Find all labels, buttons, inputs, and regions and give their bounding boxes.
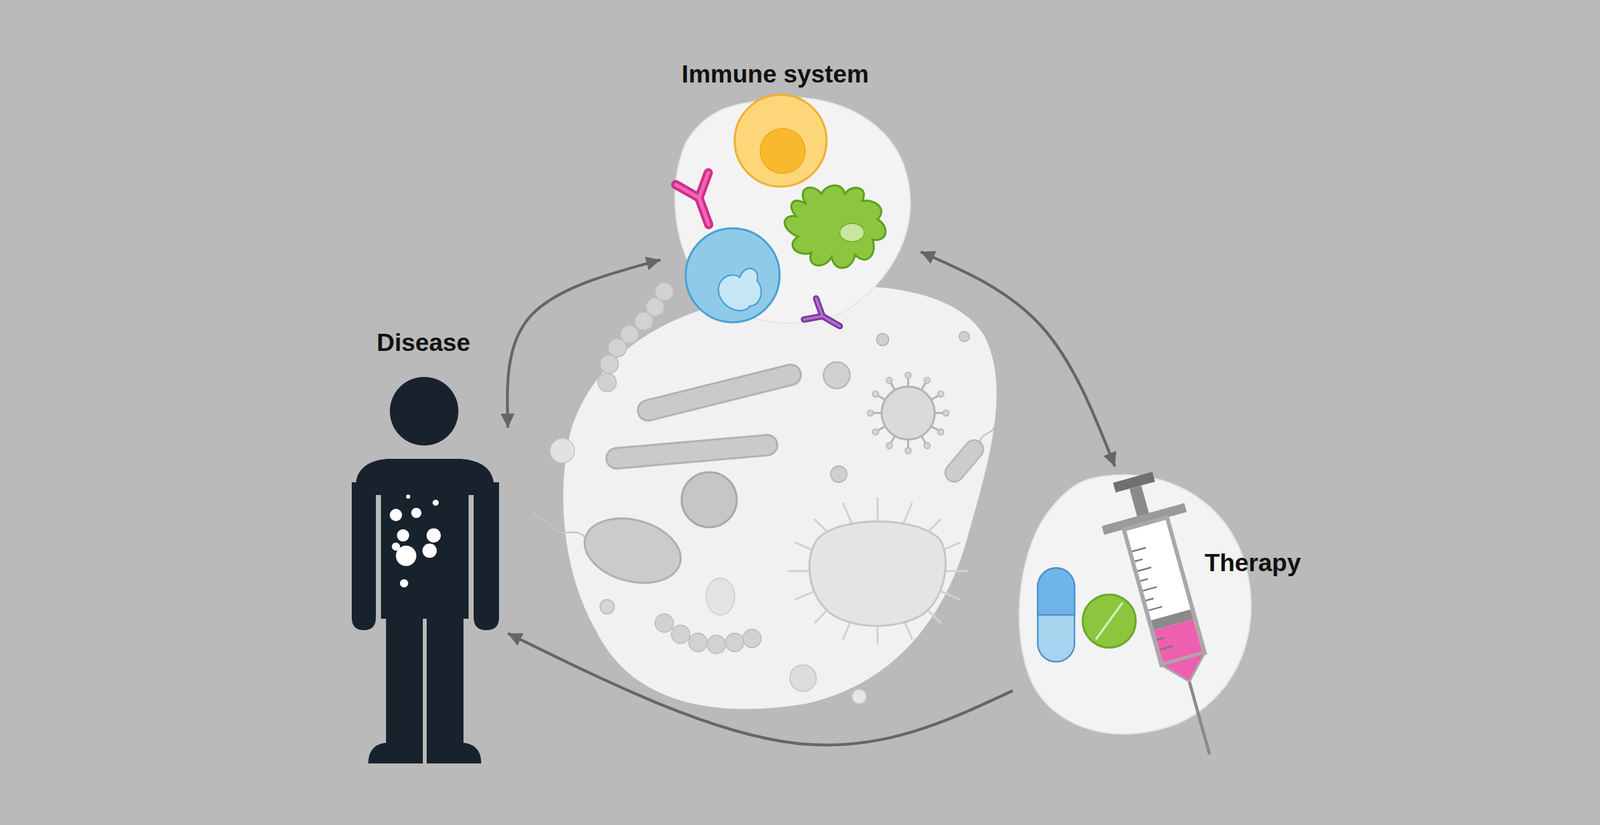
knob [937,429,945,436]
spike [907,440,910,451]
bead [742,629,762,648]
patient-figure: Disease [342,326,508,766]
bead [598,373,617,392]
cycle-arrow [507,633,1013,746]
small-particle [789,665,817,693]
small-particle [852,689,867,704]
cilium [902,502,912,525]
spike [907,376,910,387]
bacterium-body [577,508,688,594]
bead [634,312,654,331]
bead [707,635,726,654]
cilium [876,497,879,520]
small-particle [549,438,575,464]
knob [886,377,893,385]
knob [923,377,931,385]
flagellum [530,511,589,540]
spike [931,426,941,432]
bead [600,354,619,374]
cilium [939,542,961,552]
small-particle [830,466,847,483]
bead [655,282,674,301]
bead-chain [598,282,674,392]
knob [905,447,912,454]
cilium [814,519,832,536]
spike [876,394,886,400]
immune-system-blob: Immune system [660,60,921,331]
coccus [823,361,851,389]
bacterium-body [941,436,988,486]
cilium [794,590,817,600]
patient-figure-shape [351,377,500,764]
microbiome-blob [563,285,997,710]
cilium [876,622,879,645]
spike [921,436,927,446]
cilium [787,570,812,573]
knob [942,410,950,417]
therapy-blob: Therapy [1012,466,1305,762]
virus [867,372,950,455]
coccus [681,472,738,528]
rod-body [635,362,804,423]
spike [876,426,886,432]
cycle-arrow [507,260,661,428]
bead-chain [655,613,762,654]
cycle-arrow [920,252,1115,467]
knob [872,429,879,436]
cilium [902,618,912,640]
cilium [843,618,853,640]
knob [867,410,874,417]
cilium [924,519,941,536]
spike [934,412,945,414]
oval-bacterium [522,493,689,594]
virus-knobs [867,372,950,455]
knob [905,372,912,380]
cilium [939,590,961,600]
rod-body [605,434,779,470]
small-particle [876,333,889,346]
therapy-blob-shape [1019,474,1251,734]
knob [886,442,893,449]
bead [620,325,639,345]
bead [645,297,665,317]
bead [688,633,708,653]
ciliate [787,497,968,645]
flagellated-bacterium [941,419,1002,486]
cilium [944,570,968,573]
node-outline [1012,466,1305,762]
node-label: Disease [376,328,470,357]
knob [937,391,945,398]
node-outline [660,60,921,331]
spike [889,436,895,446]
cilium [794,542,817,552]
immune-system-blob-shape [674,97,910,324]
cilium [843,502,853,525]
virus-spikes [871,376,946,451]
cilia [787,497,968,645]
flagellum [978,424,996,444]
knob [872,391,879,398]
small-particle [600,600,615,614]
bead [671,625,691,644]
ciliate-body [809,521,947,627]
cilium [814,606,832,624]
rod-bacterium [605,434,779,470]
small-particle [959,331,970,342]
bead [655,613,674,633]
cilium [924,606,941,624]
bead [725,633,745,653]
spike [889,381,895,391]
spike [931,394,941,400]
spore [706,578,735,616]
node-label: Therapy [1204,549,1301,578]
node-label: Immune system [681,60,870,89]
rod-bacterium [635,362,804,423]
node-outline [342,326,508,766]
knob [923,442,931,449]
bead [608,338,627,357]
virus-capsid [881,386,936,440]
spike [921,381,927,391]
spike [871,412,882,414]
